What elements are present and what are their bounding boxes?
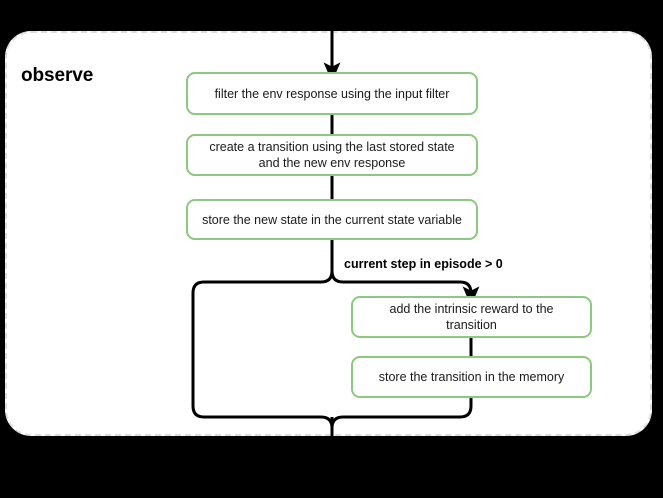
edge-store-transition-to-merge [330, 398, 473, 429]
node-filter-label: filter the env response using the input … [214, 86, 450, 101]
node-store-state[interactable]: store the new state in the current state… [186, 199, 478, 240]
node-create-transition-label: create a transition using the last store… [209, 140, 455, 170]
node-store-transition-label: store the transition in the memory [378, 370, 565, 384]
node-filter[interactable]: filter the env response using the input … [186, 72, 478, 115]
edge-bypass-left [191, 270, 334, 429]
node-create-transition[interactable]: create a transition using the last store… [186, 134, 478, 176]
edge-label-current-step: current step in episode > 0 [344, 257, 503, 271]
node-store-transition[interactable]: store the transition in the memory [351, 356, 592, 398]
node-store-state-label: store the new state in the current state… [202, 212, 462, 227]
node-intrinsic-reward[interactable]: add the intrinsic reward to the transiti… [351, 296, 592, 338]
group-title: observe [21, 65, 94, 86]
edge-branch-to-intrinsic-reward [330, 270, 480, 307]
node-intrinsic-reward-label: add the intrinsic reward to the transiti… [389, 302, 554, 332]
